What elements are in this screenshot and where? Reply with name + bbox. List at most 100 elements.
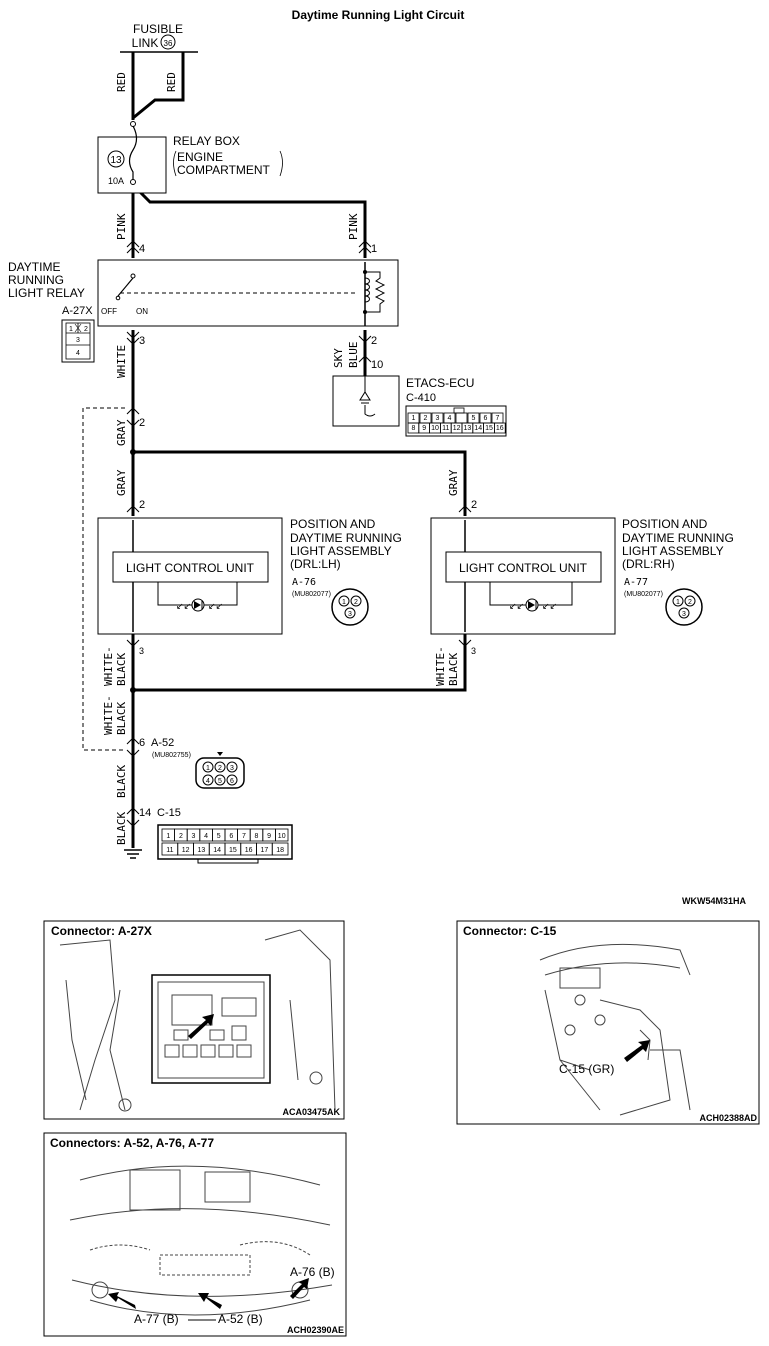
etacs-pin: 10 [431, 425, 439, 432]
c15-pin: 18 [276, 847, 284, 854]
wire-label-wb1-a: WHITE- [102, 646, 115, 686]
wire-label-gray-3: GRAY [447, 469, 460, 496]
photo-a52-code: ACH02390AE [287, 1325, 344, 1335]
a27x-pointer-arrow-icon [188, 1014, 214, 1039]
lh-label-4: (DRL:LH) [290, 557, 341, 571]
etacs-pin: 12 [453, 425, 461, 432]
photo-a76-callout: A-76 (B) [290, 1265, 335, 1279]
pin-number-1: 1 [371, 243, 377, 255]
rh-label-3: LIGHT ASSEMBLY [622, 544, 724, 558]
photo-a27x-code: ACA03475AK [282, 1107, 340, 1117]
wire-label-wb2-b: BLACK [447, 653, 460, 686]
wire-label-white: WHITE [115, 345, 128, 378]
lamp-assembly-rh: LIGHT CONTROL UNIT ↙↙ ↙↙ POSITION AND DA… [430, 517, 734, 635]
dashboard-photo [539, 943, 691, 1116]
etacs-pin: 3 [436, 415, 440, 422]
lh-light-control-unit: LIGHT CONTROL UNIT [126, 561, 255, 575]
relay-conn-pin-3: 3 [76, 337, 80, 344]
relay-conn-pin-2: 2 [84, 326, 88, 333]
pin-number-14: 14 [139, 807, 151, 819]
c15-pin: 13 [197, 847, 205, 854]
c15-pin: 3 [192, 833, 196, 840]
relay-box-fuse-number: 13 [110, 155, 122, 166]
wire-label-wb3-a: WHITE- [102, 695, 115, 735]
rh-pin-1: 1 [676, 599, 680, 606]
pin-number-2-gray: 2 [139, 417, 145, 429]
relay-box-label: RELAY BOX [173, 134, 240, 148]
lh-part: (MU802077) [292, 591, 331, 598]
photo-a52-title: Connectors: A-52, A-76, A-77 [50, 1136, 214, 1150]
relay-resistor-icon [365, 271, 386, 313]
c15-pin: 17 [260, 847, 268, 854]
ground-icon [124, 849, 142, 859]
wire-label-red-2: RED [165, 72, 178, 92]
drl-relay: DAYTIME RUNNING LIGHT RELAY A-27X OFF ON… [8, 259, 399, 363]
lh-label-2: DAYTIME RUNNING [290, 531, 402, 545]
c15-pin: 15 [229, 847, 237, 854]
fusible-link: FUSIBLE LINK 36 [120, 22, 198, 53]
etacs-name: ETACS-ECU [406, 376, 474, 390]
shield-line [82, 407, 125, 751]
relay-coil-icon [364, 277, 370, 303]
photo-a52-callout: A-52 (B) [218, 1312, 263, 1326]
wire-label-wb3-b: BLACK [115, 702, 128, 735]
wire-label-pink-1: PINK [115, 213, 128, 240]
relay-on-label: ON [136, 307, 148, 316]
relay-off-label: OFF [101, 307, 117, 316]
rh-pin-3: 3 [682, 611, 686, 618]
photo-c15-title: Connector: C-15 [463, 924, 557, 938]
relay-conn-pin-1: 1 [69, 326, 73, 333]
lh-pin-1: 1 [342, 599, 346, 606]
c15-label: C-15 [157, 807, 181, 819]
lh-label-1: POSITION AND [290, 517, 376, 531]
c15-pin: 1 [166, 833, 170, 840]
pin-number-6: 6 [139, 737, 145, 749]
etacs-pin: 4 [448, 415, 452, 422]
photo-c15-code: ACH02388AD [699, 1113, 757, 1123]
rh-connector: A-77 [624, 577, 648, 588]
a52-connector-icon [195, 757, 245, 789]
etacs-pin: 7 [496, 415, 500, 422]
fusible-link-number: 36 [164, 39, 173, 48]
a52-pin: 4 [206, 778, 210, 785]
front-bumper-photo [69, 1165, 333, 1316]
rh-part: (MU802077) [624, 591, 663, 598]
wire-label-black-1: BLACK [115, 765, 128, 798]
a52-pin: 3 [230, 765, 234, 772]
wire-label-black-2: BLACK [115, 812, 128, 845]
etacs-pin: 16 [496, 425, 504, 432]
etacs-pin: 9 [422, 425, 426, 432]
relay-conn-pin-4: 4 [76, 350, 80, 357]
lamp-assembly-lh: LIGHT CONTROL UNIT ↙↙ ↙↙ POSITION AND DA… [97, 517, 402, 635]
etacs-connector: C-410 [406, 392, 436, 404]
lh-led-light-icon: ↙↙ [176, 601, 191, 611]
photo-panel-a27x: Connector: A-27X ACA03475AK [43, 920, 345, 1120]
relay-box-fuse-rating: 10A [108, 176, 124, 186]
rh-label-4: (DRL:RH) [622, 557, 675, 571]
lh-led-light-icon-2: ↙↙ [208, 601, 223, 611]
c15-pin: 2 [179, 833, 183, 840]
relay-box-compartment: COMPARTMENT [177, 163, 271, 177]
lh-pin-2: 2 [354, 599, 358, 606]
pin-number-2-relay: 2 [371, 335, 377, 347]
rh-light-control-unit: LIGHT CONTROL UNIT [459, 561, 588, 575]
c15-pin: 12 [182, 847, 190, 854]
c15-pin: 16 [245, 847, 253, 854]
drl-relay-label-2: RUNNING [8, 273, 64, 287]
diagram-code: WKW54M31HA [682, 896, 747, 906]
etacs-pin: 2 [424, 415, 428, 422]
wire-label-wb2-a: WHITE- [434, 646, 447, 686]
etacs-pin: 11 [442, 425, 449, 432]
etacs-pin: 14 [474, 425, 482, 432]
etacs-pin: 1 [412, 415, 416, 422]
wire-labels: RED RED PINK PINK WHITE SKY BLUE GRAY GR… [102, 72, 460, 845]
photo-c15-callout: C-15 (GR) [559, 1062, 614, 1076]
etacs-input-icon [359, 391, 371, 401]
drl-relay-label-1: DAYTIME [8, 260, 60, 274]
c15-pin: 8 [255, 833, 259, 840]
wire-label-gray-2: GRAY [115, 469, 128, 496]
c15-pin: 11 [166, 847, 173, 854]
